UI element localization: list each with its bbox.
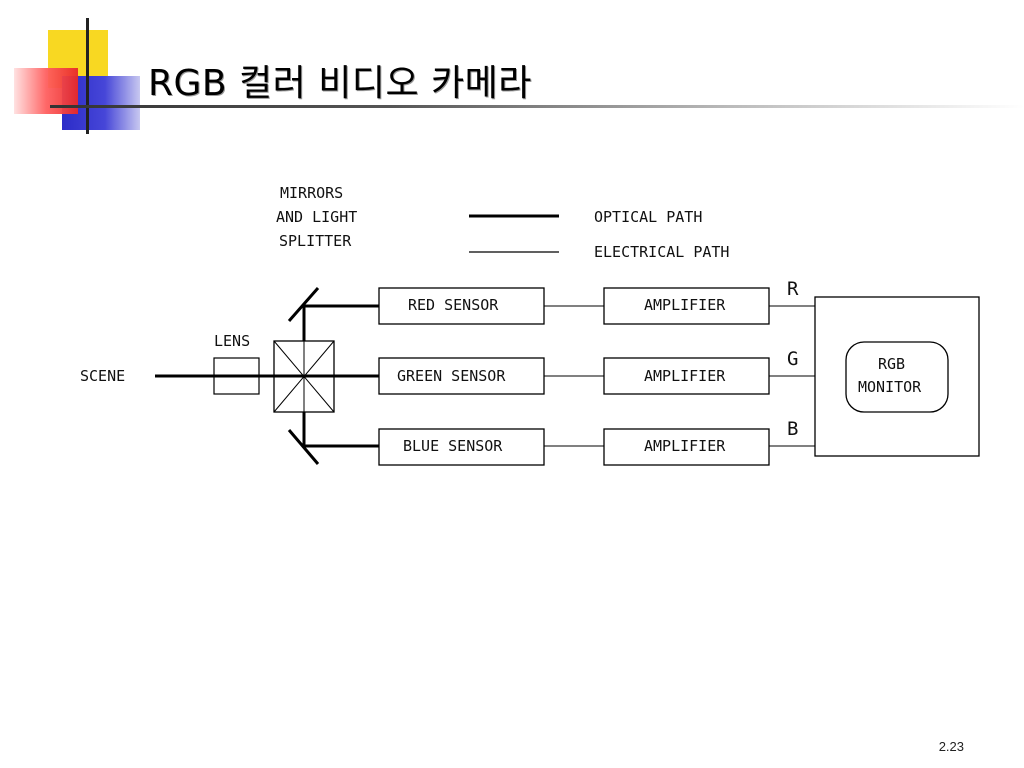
blue-amplifier-box <box>603 428 770 466</box>
red-amplifier-label: AMPLIFIER <box>644 296 726 314</box>
legend-electrical-label: ELECTRICAL PATH <box>594 243 729 261</box>
blue-sensor-label: BLUE SENSOR <box>403 437 503 455</box>
mirrors-label-line-2: AND LIGHT <box>276 208 357 226</box>
lens-box <box>213 357 260 395</box>
channel-g-label: G <box>787 348 798 370</box>
lens-label: LENS <box>214 332 250 350</box>
blue-sensor-box <box>378 428 545 466</box>
rgb-monitor-screen <box>845 341 949 413</box>
title-underline <box>50 105 1024 108</box>
mirror-bottom <box>287 429 320 465</box>
red-sensor-label: RED SENSOR <box>408 296 499 314</box>
rgb-monitor-label-line-2: MONITOR <box>858 378 922 396</box>
page-number: 2.23 <box>938 739 964 754</box>
rgb-monitor-housing <box>814 296 980 457</box>
green-sensor-label: GREEN SENSOR <box>397 367 506 385</box>
rgb-monitor-label-line-1: RGB <box>878 355 905 373</box>
channel-b-label: B <box>787 418 798 440</box>
channel-r-label: R <box>787 278 799 300</box>
slide-title: RGB 컬러 비디오 카메라 <box>148 63 532 104</box>
scene-label: SCENE <box>80 367 125 385</box>
green-amplifier-label: AMPLIFIER <box>644 367 726 385</box>
blue-amplifier-label: AMPLIFIER <box>644 437 726 455</box>
mirror-top <box>287 287 320 322</box>
mirrors-label-line-1: MIRRORS <box>280 184 343 202</box>
legend-optical-label: OPTICAL PATH <box>594 208 702 226</box>
slide-logo-decoration <box>0 0 150 140</box>
mirrors-label-line-3: SPLITTER <box>279 232 352 250</box>
